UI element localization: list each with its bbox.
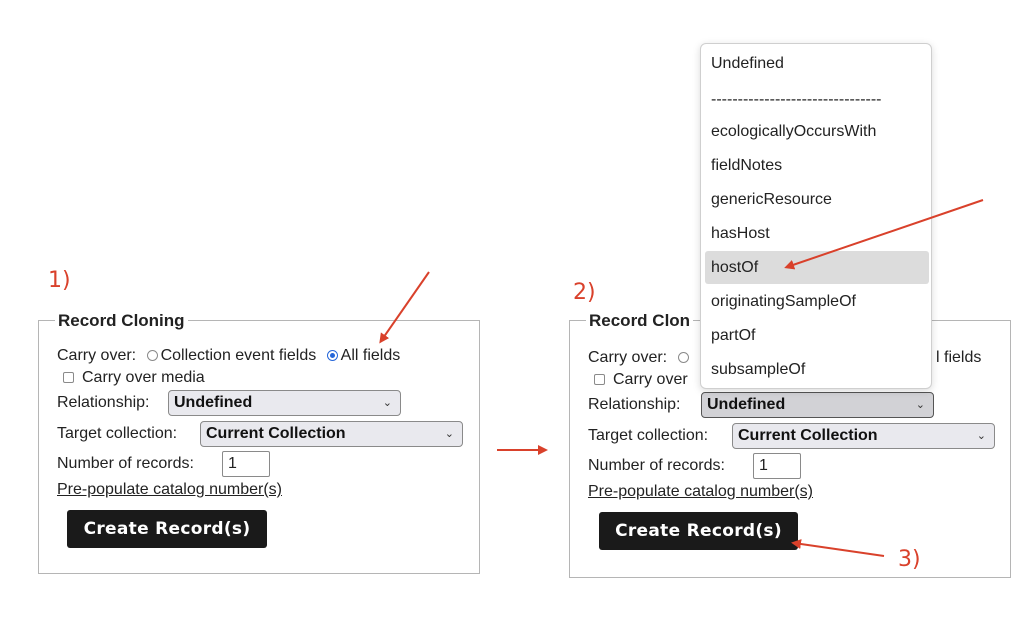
relationship-label: Relationship: <box>57 394 150 411</box>
record-cloning-panel-left: Record Cloning Carry over: Collection ev… <box>38 311 480 574</box>
panel-legend: Record Cloning <box>55 311 188 331</box>
chevron-down-icon: ⌄ <box>976 430 986 442</box>
radio-collection-event-label[interactable]: Collection event fields <box>160 347 317 364</box>
prepopulate-link[interactable]: Pre-populate catalog number(s) <box>588 483 814 500</box>
carry-media-label[interactable]: Carry over media <box>82 369 205 386</box>
carry-media-row: Carry over media <box>57 369 205 387</box>
dropdown-option[interactable]: originatingSampleOf <box>711 293 856 310</box>
dropdown-option[interactable]: Undefined <box>711 55 784 72</box>
carry-media-row: Carry over <box>588 371 688 389</box>
relationship-select[interactable]: Undefined ⌄ <box>168 390 401 416</box>
target-collection-select[interactable]: Current Collection ⌄ <box>200 421 463 447</box>
prepopulate-link[interactable]: Pre-populate catalog number(s) <box>57 481 283 498</box>
carry-media-checkbox[interactable] <box>63 372 74 383</box>
carry-over-label: Carry over: <box>588 349 668 366</box>
target-collection-select-value: Current Collection <box>738 427 878 444</box>
record-cloning-panel-right: Record Clon Carry over: l fields Carry o… <box>569 311 1011 578</box>
radio-all-fields[interactable] <box>326 350 338 361</box>
radio-all-fields-label[interactable]: l fields <box>936 349 982 366</box>
radio-collection-event[interactable] <box>146 350 158 361</box>
relationship-select[interactable]: Undefined ⌄ <box>701 392 934 418</box>
create-records-button[interactable]: Create Record(s) <box>599 512 798 550</box>
step-2-label: 2) <box>573 280 596 305</box>
arrow-to-all-fields <box>379 271 430 344</box>
number-of-records-label: Number of records: <box>57 455 194 472</box>
target-collection-label: Target collection: <box>588 427 709 444</box>
relationship-select-value: Undefined <box>174 394 253 411</box>
chevron-down-icon: ⌄ <box>444 428 454 440</box>
carry-media-label[interactable]: Carry over <box>613 371 688 388</box>
number-of-records-input[interactable]: 1 <box>222 451 270 477</box>
relationship-select-value: Undefined <box>707 396 786 413</box>
dropdown-separator: -------------------------------- <box>711 91 882 108</box>
dropdown-option[interactable]: genericResource <box>711 191 832 208</box>
relationship-label: Relationship: <box>588 396 681 413</box>
number-of-records-input[interactable]: 1 <box>753 453 801 479</box>
arrow-to-hostof <box>784 199 984 270</box>
carry-over-label: Carry over: <box>57 347 137 364</box>
carry-over-row: Carry over: <box>588 349 692 367</box>
chevron-down-icon: ⌄ <box>382 397 392 409</box>
dropdown-option[interactable]: fieldNotes <box>711 157 783 174</box>
arrow-to-create-button <box>791 539 885 557</box>
chevron-down-icon: ⌄ <box>915 399 925 411</box>
carry-media-checkbox[interactable] <box>594 374 605 385</box>
step-3-label: 3) <box>898 547 921 572</box>
panel-legend: Record Clon <box>586 311 694 331</box>
carry-over-row: Carry over: Collection event fields All … <box>57 347 400 365</box>
target-collection-label: Target collection: <box>57 425 178 442</box>
dropdown-option[interactable]: subsampleOf <box>711 361 806 378</box>
target-collection-select-value: Current Collection <box>206 425 346 442</box>
dropdown-option[interactable]: partOf <box>711 327 756 344</box>
dropdown-option[interactable]: hasHost <box>711 225 770 242</box>
dropdown-option[interactable]: ecologicallyOccursWith <box>711 123 877 140</box>
radio-all-fields-label[interactable]: All fields <box>340 347 401 364</box>
number-of-records-label: Number of records: <box>588 457 725 474</box>
create-records-button[interactable]: Create Record(s) <box>67 510 267 548</box>
step-1-label: 1) <box>48 268 71 293</box>
relationship-dropdown-list: Undefined ------------------------------… <box>700 43 932 389</box>
target-collection-select[interactable]: Current Collection ⌄ <box>732 423 995 449</box>
radio-collection-event[interactable] <box>677 352 689 363</box>
